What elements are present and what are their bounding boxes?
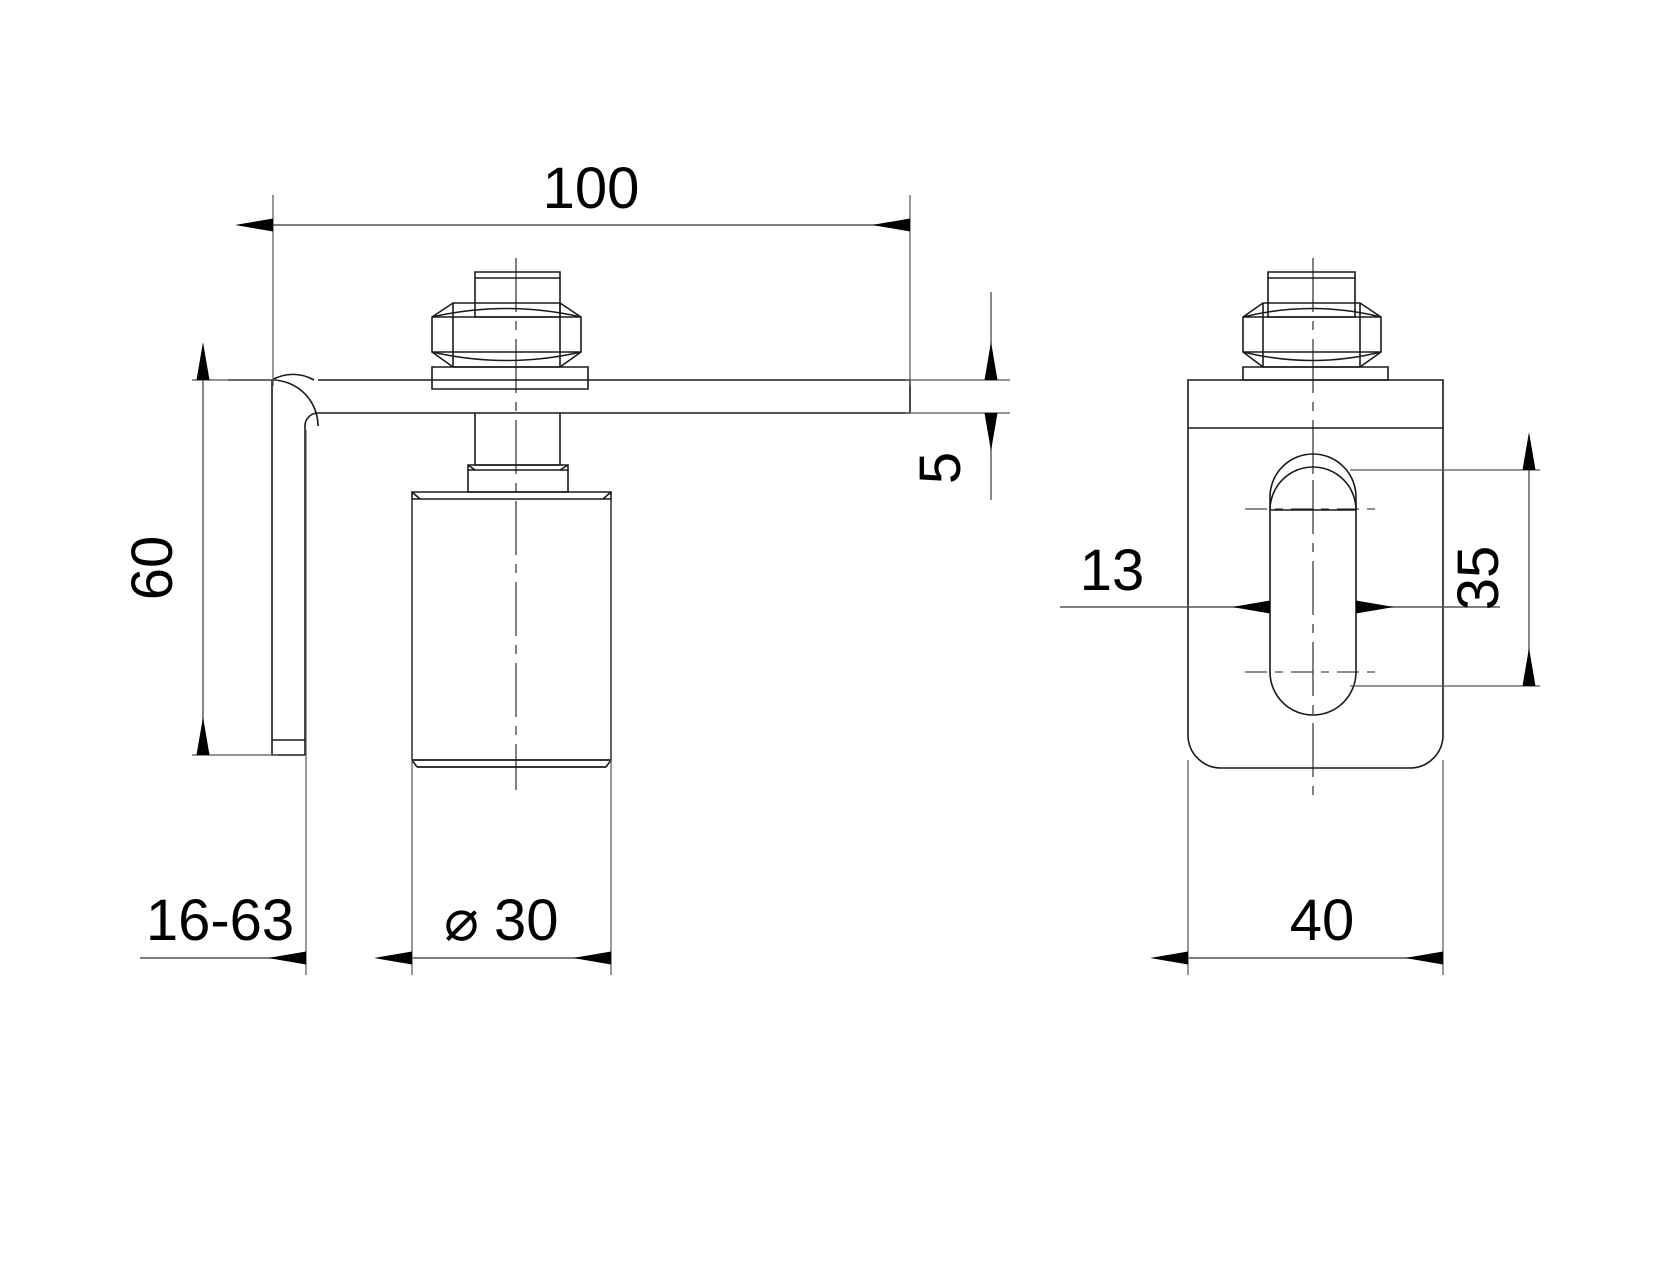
front-view-group: 13 35 40 [1060, 258, 1540, 975]
side-view-geometry [228, 271, 911, 768]
dimension-slot-width: 13 [1060, 538, 1500, 614]
dimension-plate-thickness: 5 [905, 292, 1010, 500]
dimension-overall-height: 60 [120, 342, 278, 756]
front-view-geometry [1187, 271, 1444, 769]
dim-label-30: 30 [494, 888, 559, 953]
dimension-plate-width: 40 [1150, 760, 1444, 975]
dim-label-35: 35 [1446, 546, 1511, 611]
dimension-slot-length: 35 [1350, 432, 1540, 687]
dim-label-16-63: 16-63 [146, 888, 294, 953]
dimension-clamp-range: 16-63 [140, 430, 307, 975]
dim-label-30-symbol: ⌀ [444, 888, 479, 953]
dimension-overall-length: 100 [235, 156, 911, 386]
dim-label-13: 13 [1080, 538, 1145, 603]
front-view-centerlines [1245, 258, 1382, 800]
dimension-roller-diameter: ⌀ 30 [374, 500, 612, 975]
dim-label-100: 100 [543, 156, 640, 221]
dim-label-40: 40 [1290, 888, 1355, 953]
dim-label-5: 5 [908, 452, 973, 484]
dim-label-60: 60 [120, 536, 185, 601]
side-view-group: 100 5 60 16-63 [120, 156, 1010, 975]
